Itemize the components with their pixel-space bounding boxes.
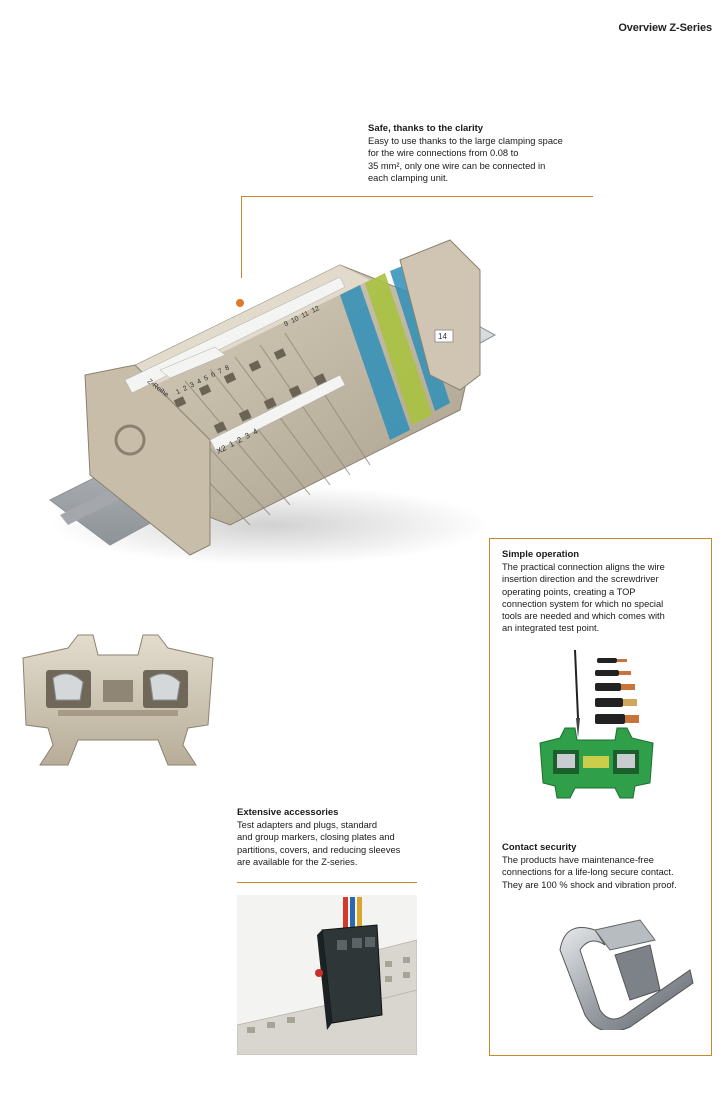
section-simple-heading: Simple operation bbox=[502, 549, 580, 560]
marker-text: 3 bbox=[243, 430, 252, 441]
section-simple: Simple operation The practical connectio… bbox=[502, 549, 707, 635]
terminal-block-assembly-image bbox=[49, 239, 497, 565]
section-contact-line: The products have maintenance-free bbox=[502, 855, 654, 865]
section-safe-line: each clamping unit. bbox=[368, 172, 449, 183]
clamp-spring-image bbox=[559, 919, 694, 1030]
section-contact: Contact security The products have maint… bbox=[502, 842, 707, 891]
section-simple-line: operating points, creating a TOP bbox=[502, 586, 636, 597]
marker-right: 14 bbox=[438, 332, 447, 341]
section-simple-line: The practical connection aligns the wire bbox=[502, 562, 665, 572]
section-safe-line: for the wire connections from 0.08 to bbox=[368, 148, 519, 159]
section-simple-line: tools are needed and which comes with bbox=[502, 611, 665, 622]
section-simple-line: an integrated test point. bbox=[502, 623, 600, 634]
section-accessories-line: and group markers, closing plates and bbox=[237, 832, 395, 843]
marker-text: 2 bbox=[235, 435, 244, 446]
marker-text: 1 bbox=[227, 439, 236, 450]
callout-line-horizontal bbox=[241, 196, 593, 197]
single-terminal-image bbox=[22, 634, 214, 766]
green-terminal-wires-image bbox=[539, 649, 654, 799]
section-accessories-line: Test adapters and plugs, standard bbox=[237, 820, 378, 830]
section-accessories: Extensive accessories Test adapters and … bbox=[237, 807, 422, 868]
section-accessories-heading: Extensive accessories bbox=[237, 807, 339, 818]
section-accessories-line: partitions, covers, and reducing sleeves bbox=[237, 844, 401, 855]
section-simple-line: insertion direction and the screwdriver bbox=[502, 574, 659, 585]
section-safe: Safe, thanks to the clarity Easy to use … bbox=[368, 123, 608, 184]
section-safe-line: 35 mm², only one wire can be connected i… bbox=[368, 160, 546, 171]
section-contact-line: They are 100 % shock and vibration proof… bbox=[502, 879, 677, 890]
accessories-plug-image bbox=[237, 895, 417, 1055]
section-contact-line: connections for a life-long secure conta… bbox=[502, 867, 674, 878]
feature-box-right bbox=[489, 538, 712, 1056]
section-accessories-line: are available for the Z-series. bbox=[237, 856, 358, 867]
section-contact-heading: Contact security bbox=[502, 842, 577, 853]
accessories-divider bbox=[237, 882, 417, 883]
callout-line-vertical bbox=[241, 196, 242, 278]
section-safe-heading: Safe, thanks to the clarity bbox=[368, 123, 484, 134]
page-title: Overview Z-Series bbox=[618, 22, 712, 34]
section-simple-line: connection system for which no special bbox=[502, 598, 664, 609]
section-safe-line: Easy to use thanks to the large clamping… bbox=[368, 136, 563, 146]
